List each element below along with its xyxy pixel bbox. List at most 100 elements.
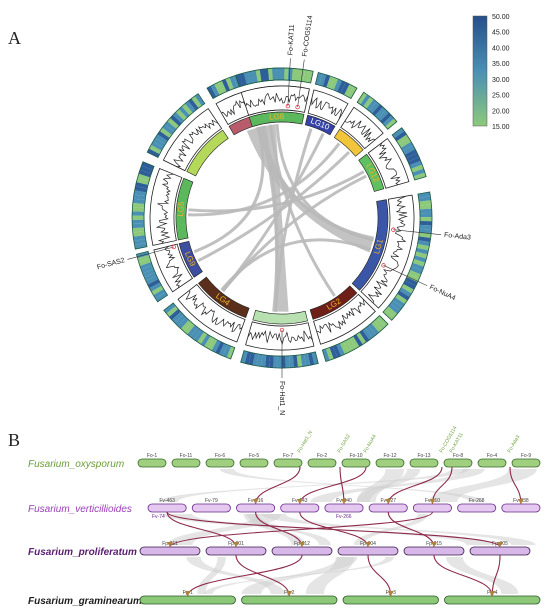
heatmap-cell	[159, 127, 172, 138]
heatmap-cell	[225, 77, 234, 91]
heatmap-cell	[419, 208, 432, 214]
heatmap-cell	[207, 337, 218, 351]
heatmap-cell	[180, 319, 192, 332]
density-frame	[153, 243, 194, 293]
heatmap-track	[321, 315, 389, 362]
density-line	[247, 330, 313, 346]
heatmap-cell	[419, 200, 432, 206]
chromosome-label: Fv-268	[469, 498, 485, 504]
heatmap-cell	[406, 273, 420, 283]
heatmap-cell	[153, 288, 166, 299]
heatmap-cell	[315, 72, 323, 86]
heatmap-cell	[400, 141, 414, 152]
synteny-plot: Fusarium_oxysporumFusarium_verticillioid…	[28, 425, 541, 607]
heatmap-cell	[147, 279, 160, 289]
heatmap-cell	[394, 131, 407, 142]
heatmap-cell	[357, 92, 368, 105]
heatmap-cell	[149, 144, 162, 155]
heatmap-cell	[413, 172, 427, 180]
heatmap-cell	[418, 236, 431, 243]
chromosome-oxysporum	[171, 458, 201, 468]
heatmap-cell	[272, 68, 277, 81]
heatmap-cell	[177, 317, 189, 329]
heatmap-cell	[307, 352, 315, 366]
heatmap-cell	[155, 134, 168, 145]
density-track	[245, 321, 315, 351]
heatmap-cell	[363, 96, 374, 109]
heatmap-cell	[404, 149, 418, 159]
heatmap-cell	[153, 137, 166, 148]
heatmap-cell	[289, 355, 294, 368]
colorbar-tick: 25.00	[492, 93, 510, 100]
heatmap-cell	[385, 118, 397, 130]
colorbar-tick: 15.00	[492, 124, 510, 131]
synteny-ribbon	[260, 514, 536, 545]
heatmap-cell	[399, 287, 412, 297]
heatmap-cell	[214, 82, 224, 95]
chromosome-label: Fo-5	[249, 453, 260, 459]
chromosome-oxysporum	[307, 458, 337, 468]
chromosome-label: Fo-13	[417, 453, 430, 459]
chromosome-oxysporum	[239, 458, 269, 468]
heatmap-cell	[380, 112, 392, 124]
gene-marker	[233, 542, 239, 547]
gene-marker	[286, 591, 293, 596]
chromosome-verticillioides	[147, 503, 187, 513]
chromosome-oxysporum	[511, 458, 541, 468]
chromosome-label: Fo-6	[215, 453, 226, 459]
heatmap-cell	[256, 354, 263, 367]
density-frame	[340, 106, 384, 150]
chromosome-oxysporum	[205, 458, 235, 468]
heatmap-cell	[296, 354, 303, 368]
heatmap-outline	[382, 191, 433, 321]
linkage-group-band	[198, 276, 250, 318]
panel-label-b: B	[8, 430, 21, 450]
heatmap-cell	[219, 343, 228, 356]
linkage-group-band	[304, 114, 336, 136]
heatmap-cell	[332, 344, 342, 358]
heatmap-cell	[211, 339, 221, 353]
ortholog-link	[187, 554, 303, 597]
heatmap-cell	[403, 280, 416, 290]
gene-label: Fo-KAT11	[287, 24, 296, 55]
gene-pointer	[297, 59, 305, 108]
heatmap-cell	[336, 343, 345, 356]
heatmap-cell	[132, 207, 145, 212]
synteny-ribbon	[259, 124, 289, 312]
heatmap-outline	[391, 127, 427, 181]
heatmap-cell	[360, 94, 371, 107]
synteny-ribbon	[356, 469, 421, 502]
heatmap-cell	[369, 101, 380, 114]
gene-marker	[431, 542, 437, 547]
heatmap-cell	[281, 355, 286, 369]
heatmap-cell	[132, 231, 146, 237]
heatmap-cell	[329, 346, 338, 359]
species-label: Fusarium_proliferatum	[28, 547, 137, 558]
chromosome-proliferatum	[469, 546, 531, 556]
heatmap-cell	[337, 80, 346, 94]
heatmap-cell	[144, 272, 157, 281]
synteny-ribbon	[246, 126, 375, 253]
heatmap-cell	[418, 196, 431, 202]
chromosome-verticillioides	[191, 503, 231, 513]
heatmap-cell	[377, 109, 389, 122]
heatmap-cell	[340, 82, 350, 95]
density-frame	[149, 168, 183, 246]
linkage-group-band	[186, 129, 229, 177]
gene-pointer	[383, 265, 428, 286]
gene-marker	[517, 499, 524, 504]
colorbar-tick: 45.00	[492, 30, 510, 37]
chromosome-verticillioides	[236, 503, 276, 513]
heatmap-cell	[395, 293, 408, 304]
heatmap-cell	[190, 327, 201, 340]
heatmap-cell	[412, 168, 425, 177]
heatmap-cell	[142, 269, 156, 278]
heatmap-cell	[132, 223, 145, 229]
heatmap-cell	[172, 112, 185, 124]
chromosome-proliferatum	[337, 546, 399, 556]
synteny-ribbon	[446, 557, 519, 594]
heatmap-cell	[132, 211, 145, 216]
chromosome-label: Fv-266	[336, 514, 352, 520]
heatmap-cell	[322, 74, 331, 88]
